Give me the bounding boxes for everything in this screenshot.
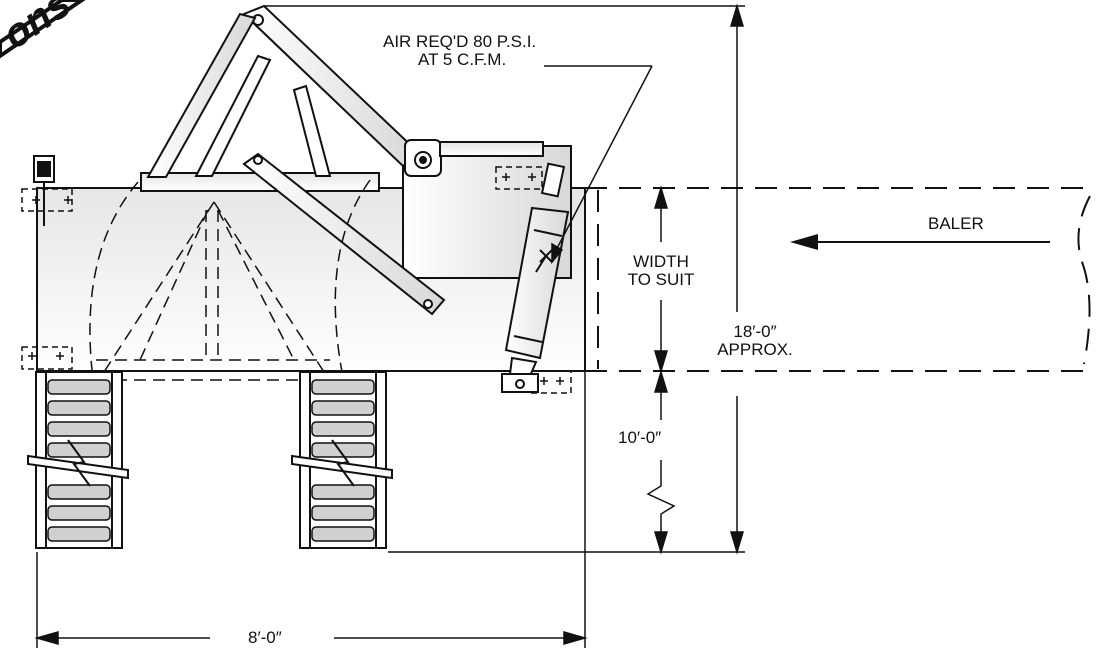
conveyor-length-dimension: 10′-0″ (618, 428, 662, 447)
roller (47, 526, 111, 542)
base-width-dimension: 8′-0″ (248, 628, 282, 647)
roller (47, 400, 111, 416)
roller (47, 379, 111, 395)
solenoid-valve-icon (33, 155, 55, 226)
width-to-suit-line1: WIDTH (633, 252, 689, 271)
air-requirement-line2: AT 5 C.F.M. (418, 50, 507, 69)
roller (47, 484, 111, 500)
roller (311, 505, 375, 521)
roller (311, 526, 375, 542)
width-to-suit-line2: TO SUIT (627, 270, 695, 289)
roller (47, 505, 111, 521)
baler-direction-arrow (790, 234, 1050, 250)
roller (311, 442, 375, 458)
dimension-lines (34, 3, 745, 648)
roller (311, 484, 375, 500)
roller (311, 421, 375, 437)
baler-label: BALER (928, 214, 984, 233)
baler-outline (585, 187, 1091, 372)
roller (47, 421, 111, 437)
swing-path-lines (89, 179, 371, 381)
roller (311, 379, 375, 395)
overall-length-dimension: 18′-0″ (733, 322, 777, 341)
air-requirement-line1: AIR REQ'D 80 P.S.I. (383, 32, 537, 51)
conveyor-rollers (47, 379, 375, 542)
corner-stamp: ons (0, 0, 86, 59)
roller (311, 400, 375, 416)
roller (47, 442, 111, 458)
bracket-bolts (28, 173, 564, 385)
conveyor-break-marks (27, 439, 393, 487)
overall-length-approx: APPROX. (717, 340, 793, 359)
